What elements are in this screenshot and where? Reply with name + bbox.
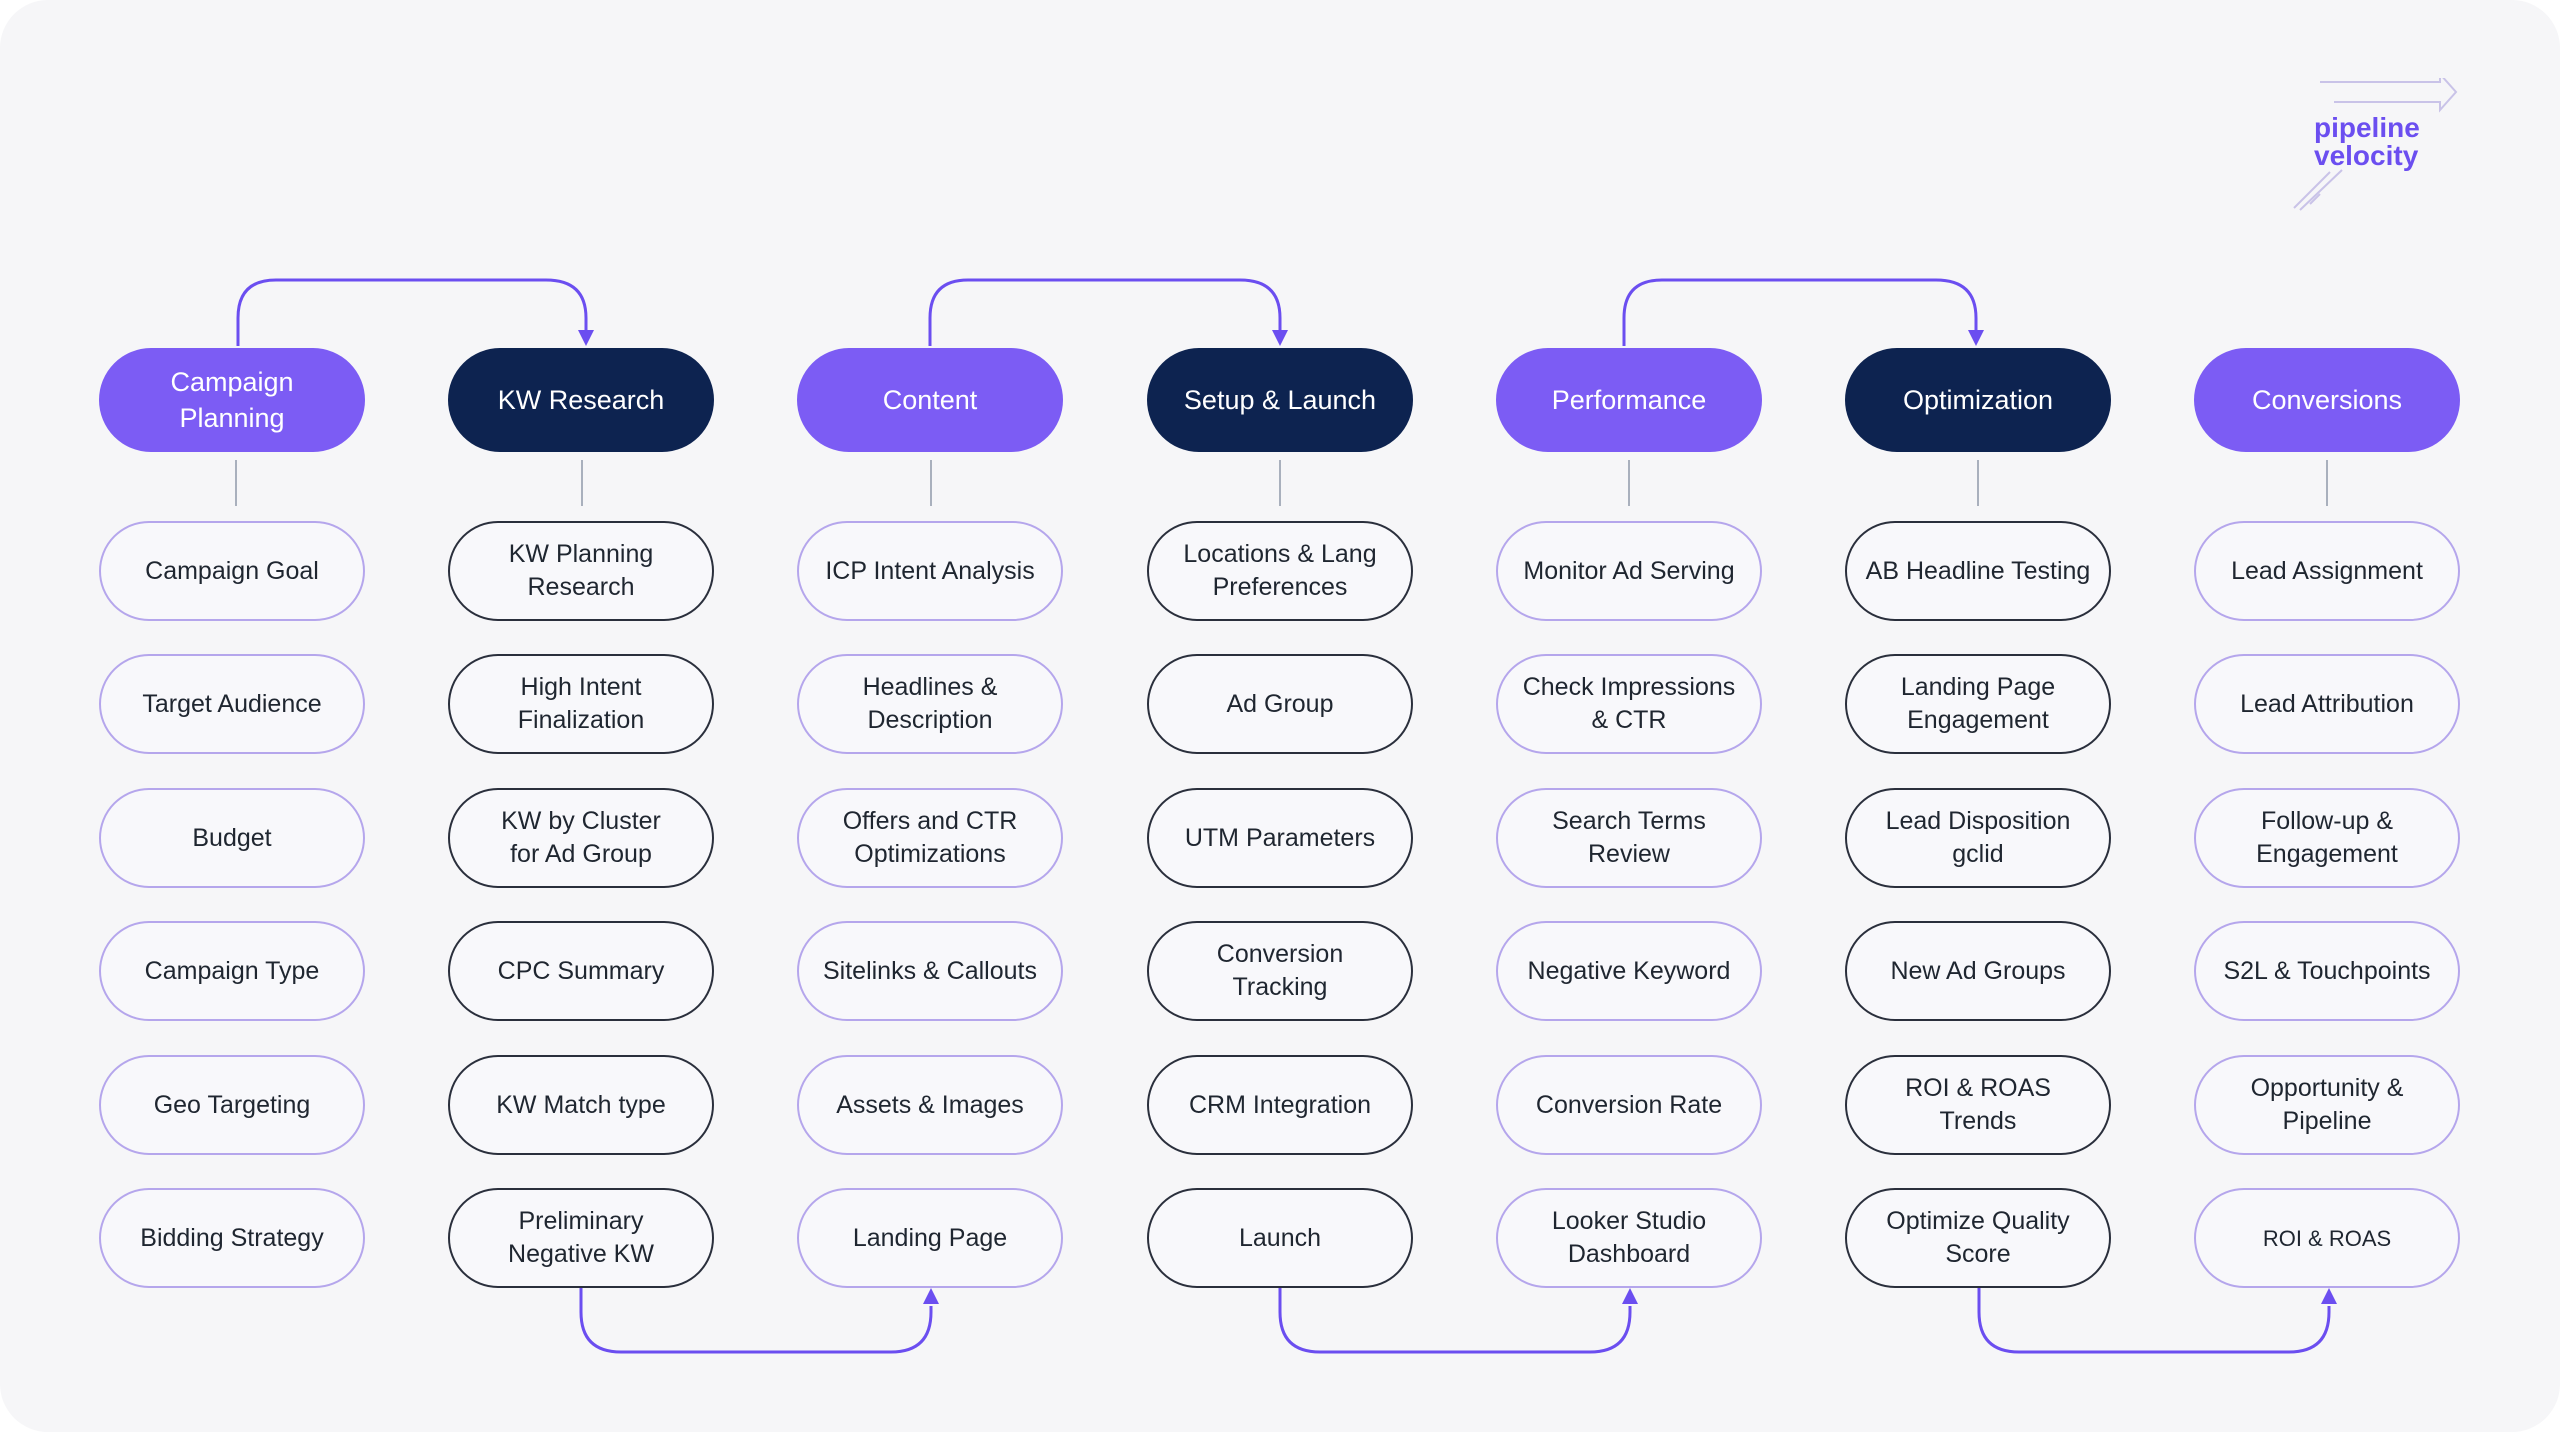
item-utm-parameters[interactable]: UTM Parameters	[1147, 788, 1413, 888]
item-cpc-summary[interactable]: CPC Summary	[448, 921, 714, 1021]
stage-header-conversions[interactable]: Conversions	[2194, 348, 2460, 452]
item-campaign-type[interactable]: Campaign Type	[99, 921, 365, 1021]
item-high-intent-finalization[interactable]: High Intent Finalization	[448, 654, 714, 754]
item-conversion-rate[interactable]: Conversion Rate	[1496, 1055, 1762, 1155]
item-target-audience[interactable]: Target Audience	[99, 654, 365, 754]
item-bidding-strategy[interactable]: Bidding Strategy	[99, 1188, 365, 1288]
stage-column-setup-launch: Setup & Launch Locations & Lang Preferen…	[1147, 0, 1413, 1432]
item-lead-attribution[interactable]: Lead Attribution	[2194, 654, 2460, 754]
stage-column-optimization: Optimization AB Headline Testing Landing…	[1845, 0, 2111, 1432]
item-roi-roas[interactable]: ROI & ROAS	[2194, 1188, 2460, 1288]
item-kw-by-cluster[interactable]: KW by Cluster for Ad Group	[448, 788, 714, 888]
pipeline-velocity-logo: pipeline velocity	[2290, 71, 2460, 213]
stage-header-performance[interactable]: Performance	[1496, 348, 1762, 452]
item-s2l-touchpoints[interactable]: S2L & Touchpoints	[2194, 921, 2460, 1021]
stage-column-campaign-planning: Campaign Planning Campaign Goal Target A…	[99, 0, 365, 1432]
item-roi-roas-trends[interactable]: ROI & ROAS Trends	[1845, 1055, 2111, 1155]
item-kw-planning-research[interactable]: KW Planning Research	[448, 521, 714, 621]
item-icp-intent-analysis[interactable]: ICP Intent Analysis	[797, 521, 1063, 621]
item-landing-page[interactable]: Landing Page	[797, 1188, 1063, 1288]
item-preliminary-negative-kw[interactable]: Preliminary Negative KW	[448, 1188, 714, 1288]
item-lead-assignment[interactable]: Lead Assignment	[2194, 521, 2460, 621]
item-offers-ctr[interactable]: Offers and CTR Optimizations	[797, 788, 1063, 888]
stage-header-campaign-planning[interactable]: Campaign Planning	[99, 348, 365, 452]
stage-column-kw-research: KW Research KW Planning Research High In…	[448, 0, 714, 1432]
stage-column-conversions: Conversions Lead Assignment Lead Attribu…	[2194, 0, 2460, 1432]
item-conversion-tracking[interactable]: Conversion Tracking	[1147, 921, 1413, 1021]
item-kw-match-type[interactable]: KW Match type	[448, 1055, 714, 1155]
item-launch[interactable]: Launch	[1147, 1188, 1413, 1288]
item-locations-lang[interactable]: Locations & Lang Preferences	[1147, 521, 1413, 621]
item-campaign-goal[interactable]: Campaign Goal	[99, 521, 365, 621]
item-lead-disposition[interactable]: Lead Disposition gclid	[1845, 788, 2111, 888]
item-ad-group[interactable]: Ad Group	[1147, 654, 1413, 754]
stage-header-content[interactable]: Content	[797, 348, 1063, 452]
item-opportunity-pipeline[interactable]: Opportunity & Pipeline	[2194, 1055, 2460, 1155]
stage-header-setup-launch[interactable]: Setup & Launch	[1147, 348, 1413, 452]
stage-column-content: Content ICP Intent Analysis Headlines & …	[797, 0, 1063, 1432]
item-optimize-quality-score[interactable]: Optimize Quality Score	[1845, 1188, 2111, 1288]
item-crm-integration[interactable]: CRM Integration	[1147, 1055, 1413, 1155]
stage-header-kw-research[interactable]: KW Research	[448, 348, 714, 452]
item-looker-studio-dashboard[interactable]: Looker Studio Dashboard	[1496, 1188, 1762, 1288]
item-search-terms-review[interactable]: Search Terms Review	[1496, 788, 1762, 888]
logo-text: pipeline velocity	[2314, 112, 2420, 171]
stage-header-optimization[interactable]: Optimization	[1845, 348, 2111, 452]
item-headlines-description[interactable]: Headlines & Description	[797, 654, 1063, 754]
item-landing-page-engagement[interactable]: Landing Page Engagement	[1845, 654, 2111, 754]
item-negative-keyword[interactable]: Negative Keyword	[1496, 921, 1762, 1021]
item-budget[interactable]: Budget	[99, 788, 365, 888]
item-check-impressions[interactable]: Check Impressions & CTR	[1496, 654, 1762, 754]
item-follow-up-engagement[interactable]: Follow-up & Engagement	[2194, 788, 2460, 888]
item-ab-headline-testing[interactable]: AB Headline Testing	[1845, 521, 2111, 621]
item-monitor-ad-serving[interactable]: Monitor Ad Serving	[1496, 521, 1762, 621]
item-sitelinks-callouts[interactable]: Sitelinks & Callouts	[797, 921, 1063, 1021]
item-geo-targeting[interactable]: Geo Targeting	[99, 1055, 365, 1155]
item-assets-images[interactable]: Assets & Images	[797, 1055, 1063, 1155]
item-new-ad-groups[interactable]: New Ad Groups	[1845, 921, 2111, 1021]
stage-column-performance: Performance Monitor Ad Serving Check Imp…	[1496, 0, 1762, 1432]
logo-arrow-icon	[2293, 71, 2458, 211]
